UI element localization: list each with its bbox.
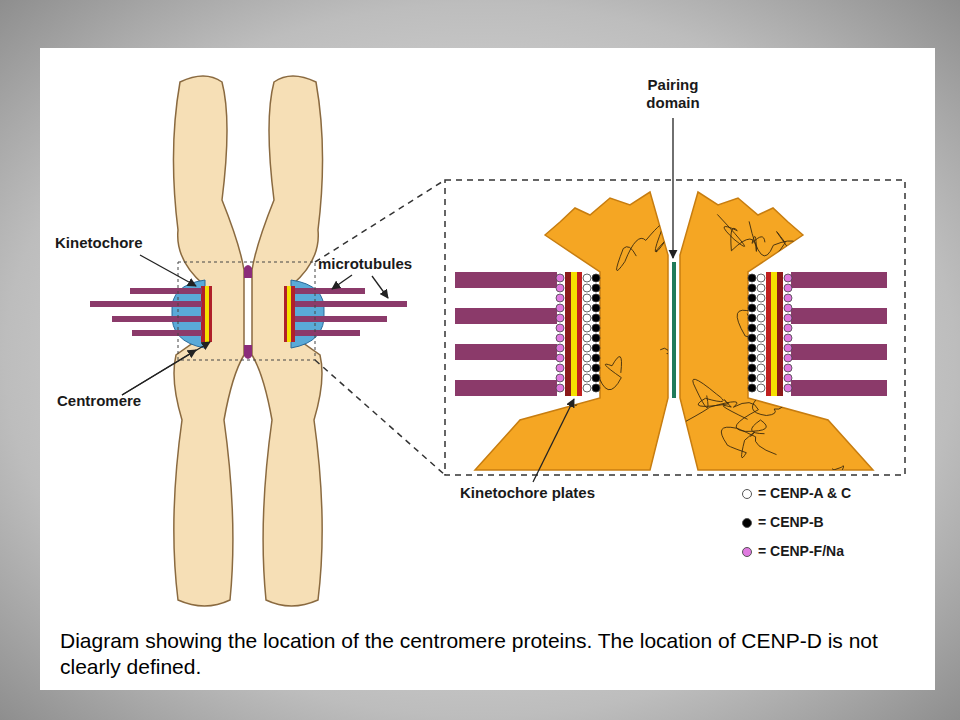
part-label: Centromere — [57, 392, 141, 409]
protein-dot — [583, 284, 591, 292]
protein-dot — [748, 334, 756, 342]
inset-kinetochore — [455, 272, 887, 396]
part-label: microtubules — [318, 255, 412, 272]
protein-dot — [583, 334, 591, 342]
protein-dot — [757, 314, 765, 322]
legend-text: = CENP-F/Na — [758, 543, 844, 559]
legend-text: = CENP-A & C — [758, 485, 851, 501]
protein-dot — [757, 324, 765, 332]
protein-dot — [757, 354, 765, 362]
chromatin-fibre — [717, 214, 765, 251]
chromatin-fibre — [660, 348, 699, 399]
protein-dot — [784, 334, 792, 342]
protein-dot — [583, 364, 591, 372]
chromatin-fibre — [425, 180, 521, 218]
protein-dot — [784, 304, 792, 312]
protein-dot — [748, 354, 756, 362]
protein-dot — [556, 364, 564, 372]
protein-dot — [592, 364, 600, 372]
protein-dot — [784, 314, 792, 322]
protein-dot — [784, 384, 792, 392]
part-label: Pairing domain — [637, 76, 709, 112]
legend-swatch — [742, 518, 752, 528]
protein-dot — [592, 284, 600, 292]
protein-dot — [592, 304, 600, 312]
chromatin-fibre — [807, 168, 855, 228]
protein-dot — [556, 344, 564, 352]
protein-dot — [592, 354, 600, 362]
protein-dot — [583, 374, 591, 382]
protein-dot — [556, 294, 564, 302]
part-label: Kinetochore — [55, 234, 143, 251]
protein-dot — [583, 294, 591, 302]
protein-dot — [592, 384, 600, 392]
protein-dot — [583, 314, 591, 322]
protein-dot — [757, 294, 765, 302]
protein-dot — [784, 274, 792, 282]
protein-dot — [748, 314, 756, 322]
part-label: Kinetochore plates — [460, 484, 595, 501]
protein-dot — [748, 304, 756, 312]
protein-dot — [757, 374, 765, 382]
small-kinetochore — [90, 262, 407, 360]
protein-dot — [748, 344, 756, 352]
protein-dot — [556, 324, 564, 332]
protein-dot — [757, 344, 765, 352]
protein-dot — [757, 334, 765, 342]
legend-swatch — [742, 547, 752, 557]
protein-dot — [757, 284, 765, 292]
legend-text: = CENP-B — [758, 514, 824, 530]
protein-dot — [556, 354, 564, 362]
protein-dot — [556, 384, 564, 392]
protein-dot — [784, 294, 792, 302]
chromatin-fibre — [460, 206, 504, 267]
protein-dot — [748, 384, 756, 392]
protein-dot — [556, 334, 564, 342]
protein-dot — [748, 294, 756, 302]
protein-dot — [556, 314, 564, 322]
protein-dot — [748, 364, 756, 372]
protein-dot — [784, 364, 792, 372]
protein-dot — [583, 384, 591, 392]
chromatin-fibre — [749, 221, 799, 276]
protein-dot — [556, 374, 564, 382]
inset-frame — [315, 180, 905, 475]
protein-dot — [757, 274, 765, 282]
legend-swatch — [742, 489, 752, 499]
protein-dot — [748, 324, 756, 332]
protein-dot — [757, 384, 765, 392]
protein-dot — [583, 274, 591, 282]
protein-dot — [748, 284, 756, 292]
caption: Diagram showing the location of the cent… — [60, 628, 920, 680]
protein-dot — [556, 304, 564, 312]
protein-dot — [592, 274, 600, 282]
protein-dot — [784, 374, 792, 382]
inset-chromatids — [425, 168, 873, 500]
protein-dot — [556, 274, 564, 282]
protein-dot — [556, 284, 564, 292]
protein-dot — [748, 374, 756, 382]
protein-dot — [757, 364, 765, 372]
protein-dot — [583, 304, 591, 312]
protein-dot — [757, 304, 765, 312]
protein-dot — [583, 344, 591, 352]
protein-dot — [592, 344, 600, 352]
protein-dot — [784, 354, 792, 362]
protein-dot — [583, 354, 591, 362]
protein-dot — [592, 314, 600, 322]
protein-dot — [592, 374, 600, 382]
chromatin-fibre — [617, 224, 666, 271]
protein-dot — [592, 334, 600, 342]
leader-lines — [122, 118, 673, 482]
protein-dot — [784, 284, 792, 292]
protein-dot — [748, 274, 756, 282]
protein-dot — [784, 324, 792, 332]
protein-dot — [592, 324, 600, 332]
protein-dot — [583, 324, 591, 332]
protein-dot — [592, 294, 600, 302]
protein-dot — [784, 344, 792, 352]
chromatin-fibre — [686, 402, 767, 434]
